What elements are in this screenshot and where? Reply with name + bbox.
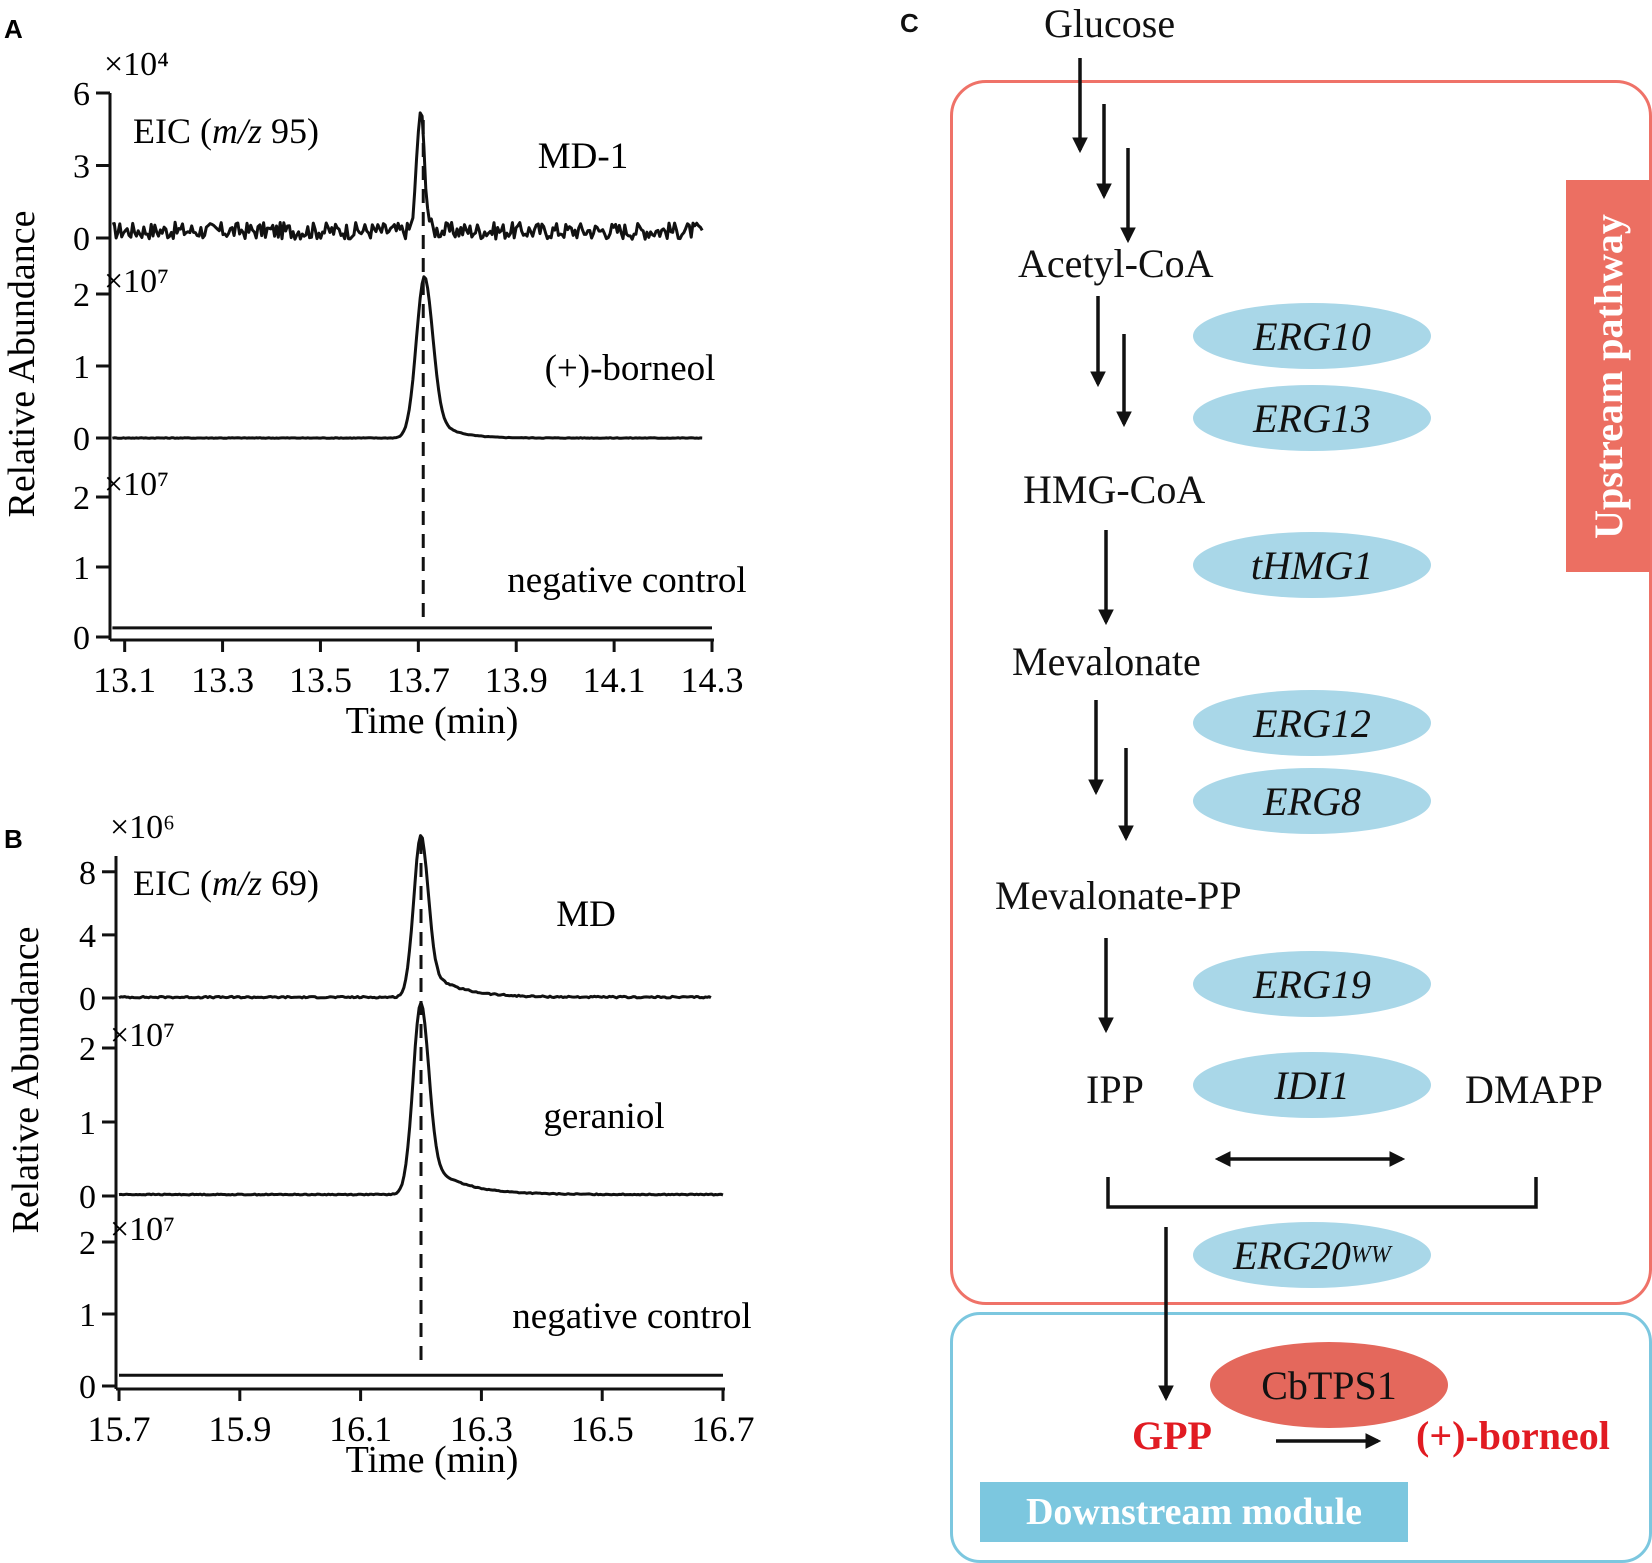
y-tick-label: 0 [73, 221, 90, 258]
x-tick-label: 16.1 [329, 1409, 392, 1449]
x-tick-label: 13.5 [289, 660, 352, 700]
scale-label: ×10⁷ [110, 1211, 175, 1248]
series-label: MD [556, 894, 616, 935]
x-tick-label: 13.3 [191, 660, 254, 700]
metabolite-dmapp: DMAPP [1465, 1067, 1603, 1112]
y-tick-label: 0 [79, 1369, 96, 1406]
scale-label: ×10⁶ [110, 809, 175, 846]
trace-md [118, 834, 712, 1000]
y-tick-label: 2 [79, 1031, 96, 1068]
x-tick-label: 13.7 [387, 660, 450, 700]
x-tick-label: 16.3 [450, 1409, 513, 1449]
scale-label: ×10⁷ [104, 263, 169, 300]
y-tick-label: 2 [73, 277, 90, 314]
series-label: MD-1 [538, 136, 628, 177]
y-axis-title: Relative Abundance [1, 210, 43, 517]
metabolite-hmg-coa: HMG-CoA [1023, 467, 1206, 512]
biosynthetic-pathway-diagram: C Upstream pathway Downstream module Glu… [900, 0, 1652, 1563]
metabolite-mevalonate-pp: Mevalonate-PP [995, 873, 1242, 918]
y-tick-label: 1 [79, 1105, 96, 1142]
series-label: negative control [507, 560, 746, 601]
x-tick-label: 14.1 [583, 660, 646, 700]
x-axis-title: Time (min) [346, 1439, 519, 1481]
enzyme-erg13: ERG13 [1193, 385, 1431, 451]
y-tick-label: 4 [79, 918, 96, 955]
enzyme-thmg1: tHMG1 [1193, 532, 1431, 598]
y-axis-title: Relative Abundance [5, 926, 47, 1233]
eic-label: EIC (m/z 69) [133, 863, 319, 903]
upstream-pathway-label: Upstream pathway [1566, 180, 1650, 572]
metabolite-glucose: Glucose [1044, 1, 1176, 46]
series-label: geraniol [543, 1096, 664, 1137]
enzyme-erg8: ERG8 [1193, 768, 1431, 834]
upstream-pathway-box [950, 80, 1652, 1305]
y-tick-label: 0 [79, 1179, 96, 1216]
scale-label: ×10⁷ [110, 1017, 175, 1054]
chromatogram-figure: A B 0 3 6 ×10⁴ MD-1 0 1 2 ×10⁷ (+)-borneol 0 1 2 ×10⁷… [1, 14, 755, 1481]
panel-letter-b: B [4, 824, 23, 854]
enzyme-idi1: IDI1 [1193, 1052, 1431, 1118]
enzyme-erg12: ERG12 [1193, 690, 1431, 756]
y-tick-label: 1 [73, 550, 90, 587]
metabolite-ipp: IPP [1086, 1067, 1144, 1112]
y-tick-label: 8 [79, 855, 96, 892]
panel-a-chromatograms: 0 3 6 ×10⁴ MD-1 0 1 2 ×10⁷ (+)-borneol 0 1 2 ×10⁷ nega… [1, 46, 747, 742]
x-tick-label: 16.7 [692, 1409, 755, 1449]
x-tick-label: 13.1 [93, 660, 156, 700]
y-tick-label: 2 [79, 1225, 96, 1262]
y-tick-label: 0 [79, 981, 96, 1018]
downstream-module-box [950, 1312, 1652, 1563]
trace-md-1 [111, 111, 704, 241]
panel-letter-a: A [4, 14, 23, 44]
metabolite-mevalonate: Mevalonate [1012, 639, 1201, 684]
metabolite-borneol: (+)-borneol [1416, 1413, 1610, 1458]
x-axis-title: Time (min) [346, 700, 519, 742]
y-tick-label: 3 [73, 149, 90, 186]
series-label: (+)-borneol [545, 348, 716, 389]
series-label: negative control [512, 1296, 751, 1337]
panel-b-chromatograms: 0 4 8 ×10⁶ MD 0 1 2 ×10⁷ geraniol 0 1 2 ×10⁷ negative … [5, 809, 755, 1481]
pathway-arrows [1072, 58, 1538, 1449]
x-tick-label: 14.3 [681, 660, 744, 700]
scale-label: ×10⁷ [104, 466, 169, 503]
metabolite-gpp: GPP [1132, 1413, 1212, 1458]
scale-label: ×10⁴ [104, 46, 169, 83]
y-tick-label: 2 [73, 480, 90, 517]
enzyme-erg19: ERG19 [1193, 951, 1431, 1017]
bracket-ipp-dmapp [1106, 1177, 1538, 1209]
y-tick-label: 6 [73, 76, 90, 113]
y-tick-label: 0 [73, 620, 90, 657]
enzyme-cbtps1: CbTPS1 [1210, 1342, 1448, 1428]
y-tick-label: 1 [79, 1297, 96, 1334]
eic-label: EIC (m/z 95) [133, 111, 319, 151]
trace--borneol [112, 275, 703, 440]
x-tick-label: 15.9 [208, 1409, 271, 1449]
x-tick-label: 13.9 [485, 660, 548, 700]
y-tick-label: 0 [73, 421, 90, 458]
y-tick-label: 1 [73, 349, 90, 386]
x-tick-label: 16.5 [571, 1409, 634, 1449]
downstream-module-label: Downstream module [980, 1482, 1408, 1542]
x-tick-label: 15.7 [88, 1409, 151, 1449]
enzyme-erg10: ERG10 [1193, 303, 1431, 369]
metabolite-acetyl-coa: Acetyl-CoA [1018, 241, 1214, 286]
panel-letter-c: C [900, 8, 919, 38]
